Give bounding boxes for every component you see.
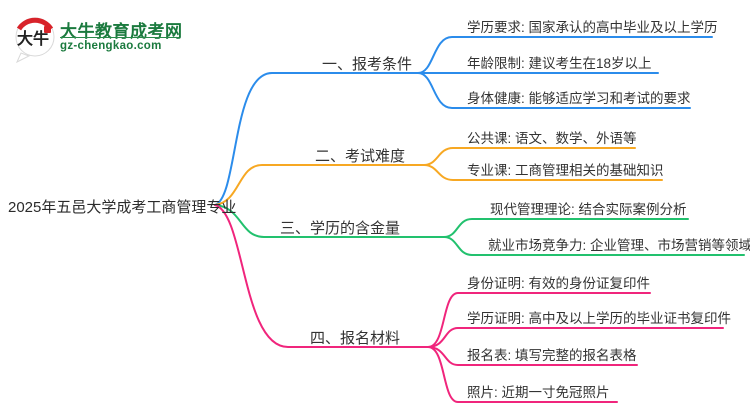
branch-2-lines <box>214 147 663 206</box>
leaf-node: 身份证明: 有效的身份证复印件 <box>467 276 651 291</box>
leaf-node: 报名表: 填写完整的报名表格 <box>467 348 637 363</box>
leaf-node: 就业市场竞争力: 企业管理、市场营销等领域 <box>488 238 750 253</box>
leaf-node: 专业课: 工商管理相关的基础知识 <box>467 163 664 178</box>
logo-divider <box>60 37 179 38</box>
leaf-node: 学历证明: 高中及以上学历的毕业证书复印件 <box>467 311 732 326</box>
site-logo: 大牛 大牛教育成考网 gz-chengkao.com <box>12 12 202 64</box>
logo-url: gz-chengkao.com <box>60 40 162 52</box>
leaf-node: 年龄限制: 建议考生在18岁以上 <box>467 56 652 71</box>
logo-icon-text: 大牛 <box>17 29 49 48</box>
leaf-node: 照片: 近期一寸免冠照片 <box>467 385 610 400</box>
leaf-node: 公共课: 语文、数学、外语等 <box>467 131 637 146</box>
leaf-node: 身体健康: 能够适应学习和考试的要求 <box>467 91 691 106</box>
branch-3-lines <box>214 204 745 256</box>
leaf-node: 学历要求: 国家承认的高中毕业及以上学历 <box>467 20 718 35</box>
branch-node-4: 四、报名材料 <box>309 330 400 347</box>
branch-node-3: 三、学历的含金量 <box>279 220 400 237</box>
root-node: 2025年五邑大学成考工商管理专业 <box>8 199 237 216</box>
branch-node-2: 二、考试难度 <box>314 148 405 165</box>
leaf-node: 现代管理理论: 结合实际案例分析 <box>490 202 687 217</box>
branch-4-lines <box>214 204 724 403</box>
branch-node-1: 一、报考条件 <box>321 56 412 73</box>
logo-title: 大牛教育成考网 <box>60 22 183 41</box>
daniu-bubble-icon: 大牛 <box>15 17 55 64</box>
branch-1-lines <box>214 36 713 206</box>
